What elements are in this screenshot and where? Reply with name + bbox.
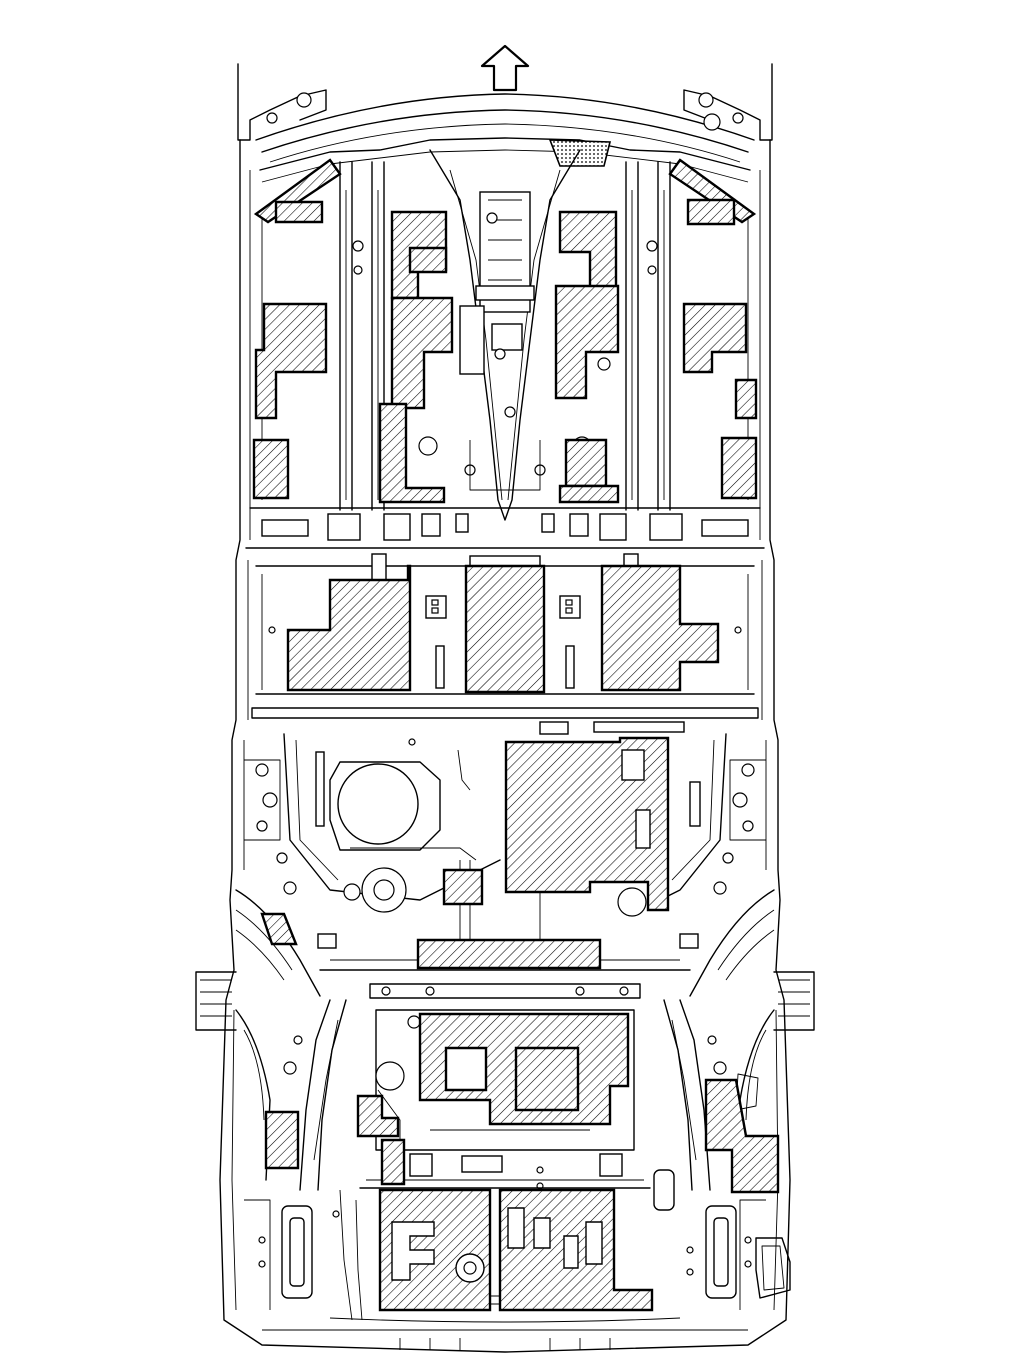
dotted-pad xyxy=(548,139,612,167)
rear-center-hatched-pads xyxy=(260,736,670,970)
body-outline xyxy=(195,63,815,1353)
rear-center-section xyxy=(235,733,775,999)
arrow-up-icon xyxy=(480,44,530,92)
front-hatched-pads xyxy=(252,158,758,504)
rear-hatched-pads xyxy=(264,1012,780,1312)
middle-hatched-pads xyxy=(286,564,720,694)
